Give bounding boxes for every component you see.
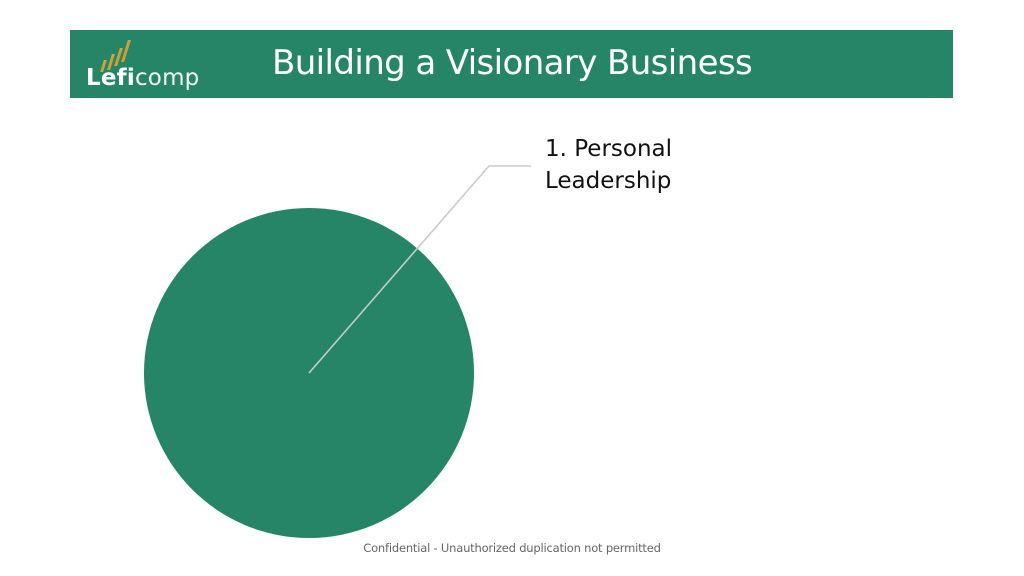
- logo: Leficomp: [86, 36, 216, 94]
- confidential-footer: Confidential - Unauthorized duplication …: [363, 541, 661, 555]
- gold-bars-icon: [100, 40, 131, 72]
- page-title: Building a Visionary Business: [272, 43, 753, 83]
- pie-label-line1: 1. Personal: [545, 136, 673, 162]
- header-band: Leficomp Building a Visionary Business: [70, 30, 953, 98]
- logo-text-light: comp: [134, 65, 200, 91]
- pie-label-line2: Leadership: [545, 168, 672, 194]
- pie-label: 1. Personal Leadership: [545, 133, 672, 197]
- logo-text: Leficomp: [86, 64, 199, 92]
- leader-line: [308, 165, 531, 374]
- logo-text-bold: Lefi: [86, 65, 135, 91]
